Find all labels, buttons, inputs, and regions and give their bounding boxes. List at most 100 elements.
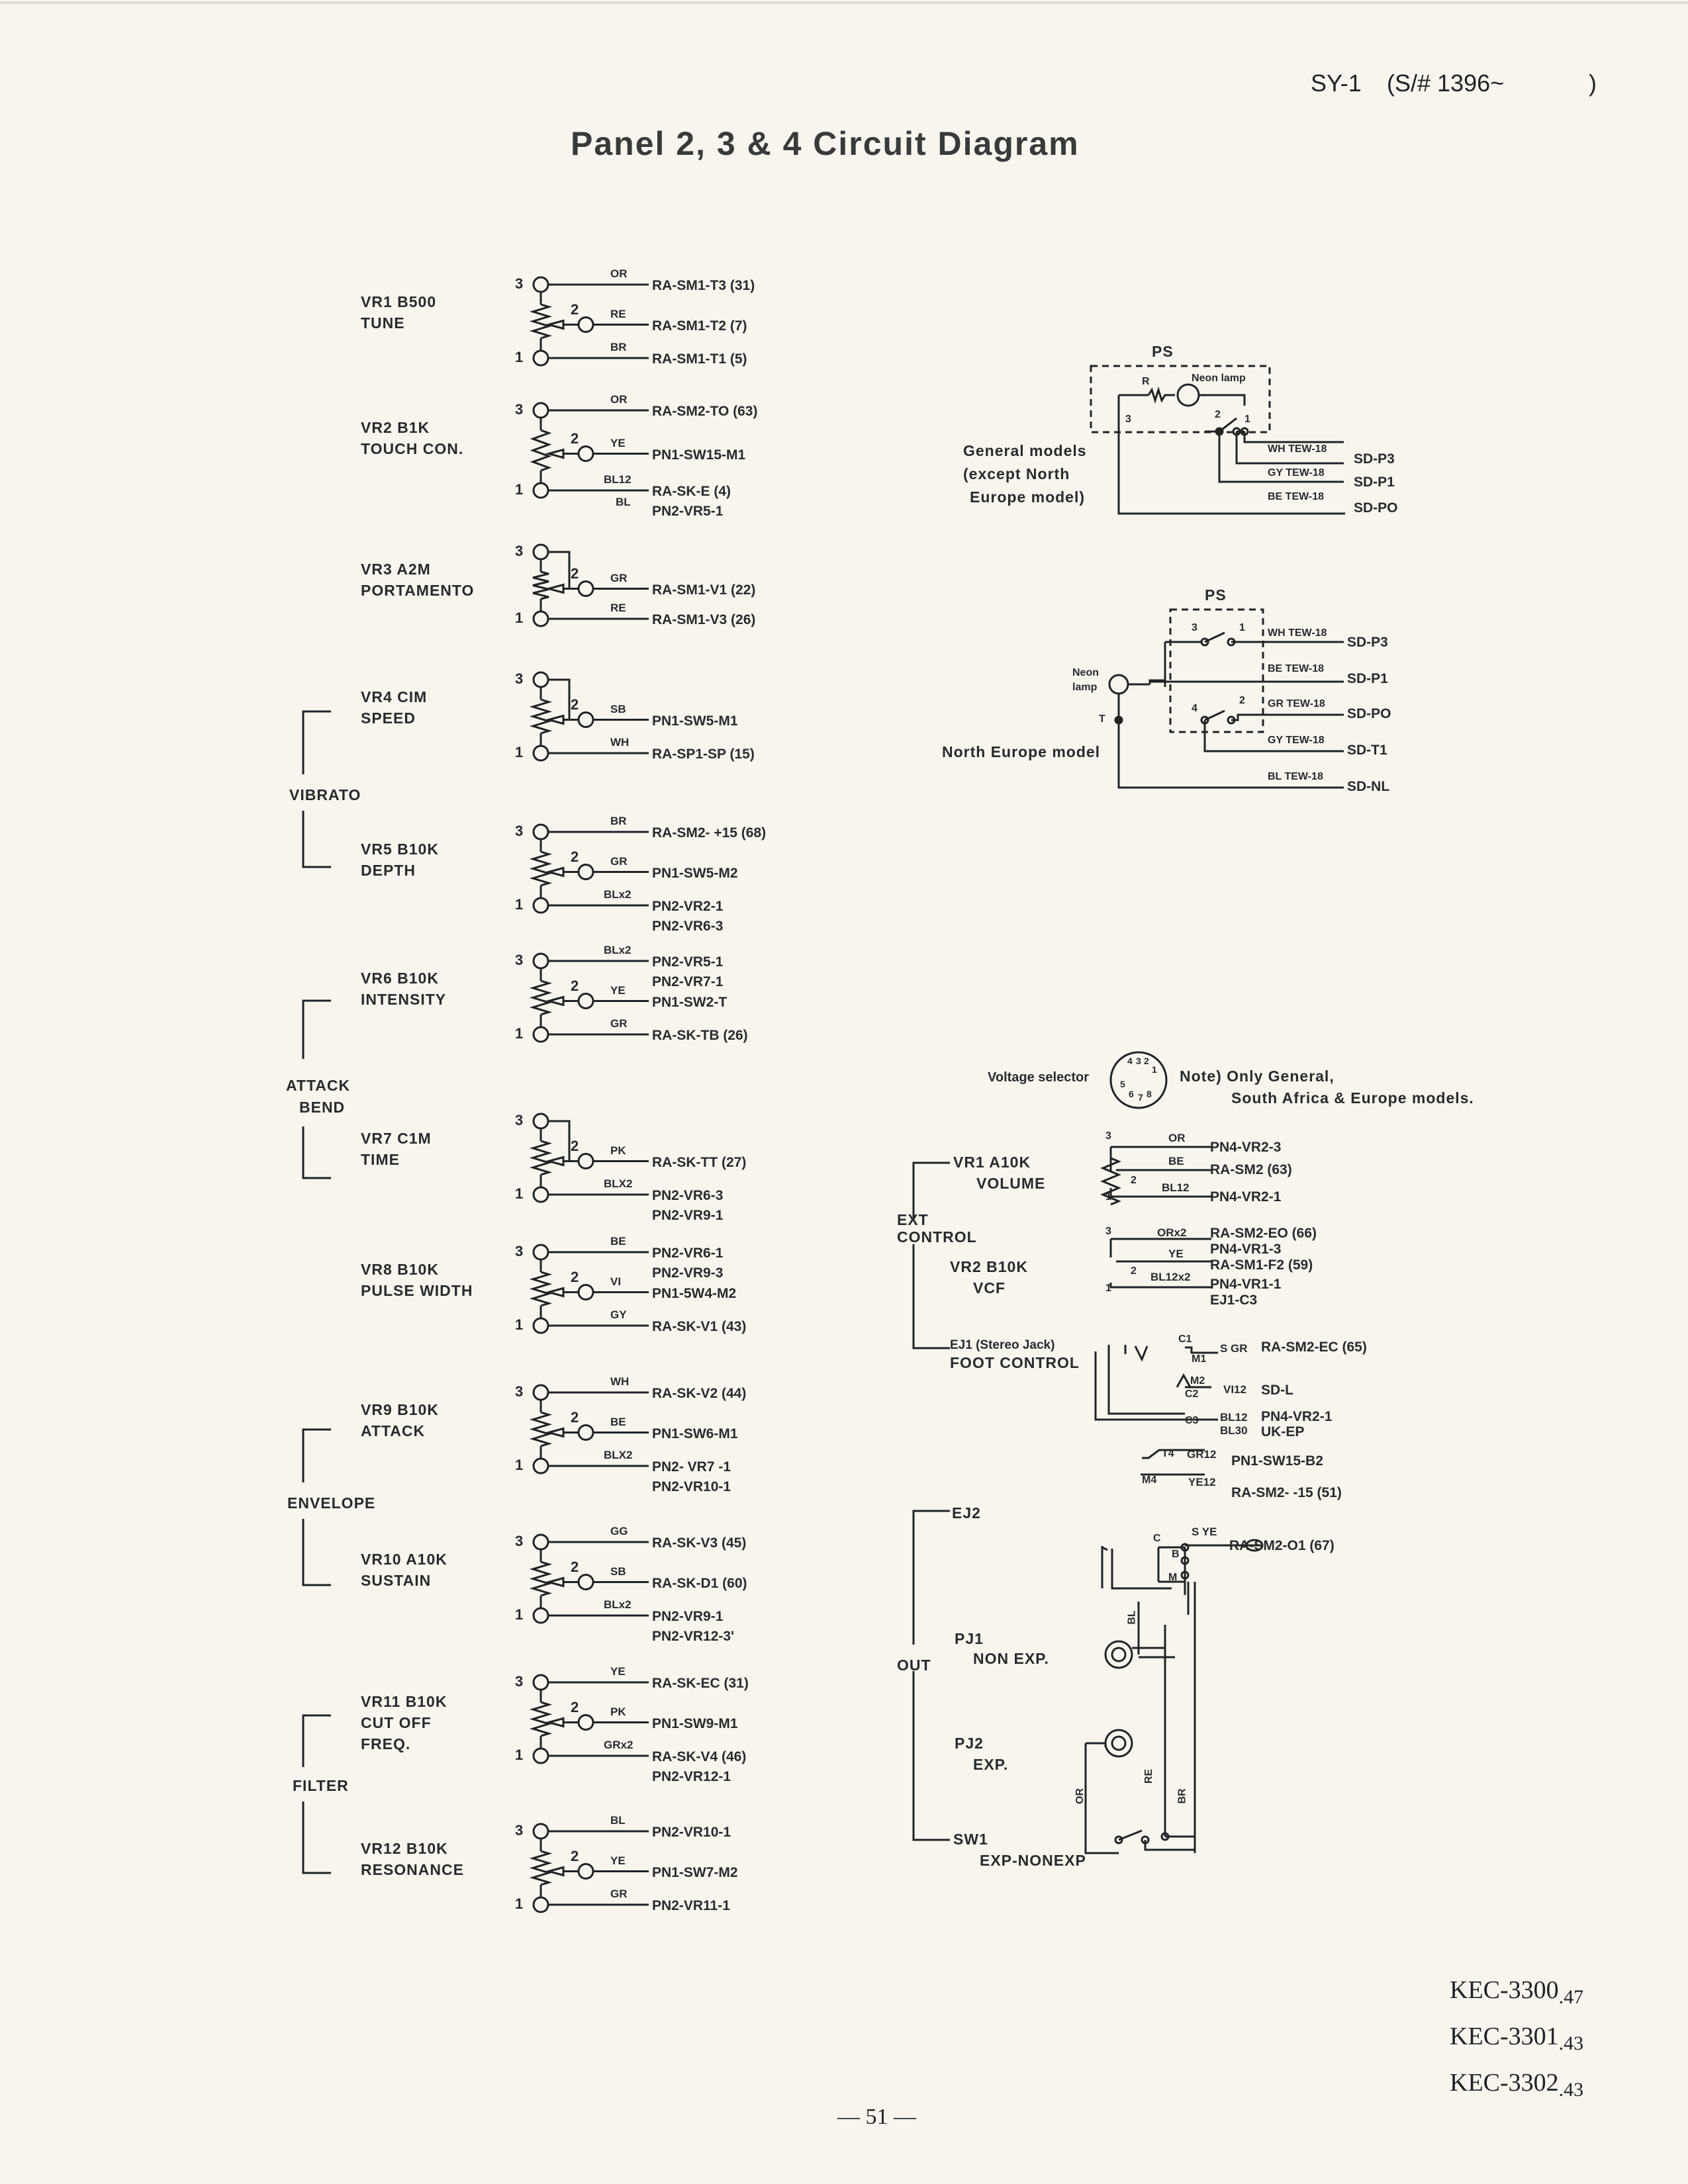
pot-3-wire-2-code: RE: [610, 602, 626, 614]
pot-9-pin2: 2: [571, 1408, 579, 1426]
pot-8-pin1: 1: [515, 1316, 524, 1333]
pot-2-wire-3-code: BL12: [604, 473, 632, 486]
ps-north-pin1: 1: [1239, 622, 1245, 633]
pot-5-wire-1-dest: RA-SM2- +15 (68): [652, 825, 767, 841]
general-models-line1: General models: [963, 442, 1087, 459]
pot-6-wire-3-dest: RA-SK-TB (26): [652, 1028, 748, 1043]
pot-9-wire-2-dest: PN1-SW6-M1: [652, 1426, 738, 1441]
ej1-dest-5: PN1-SW15-B2: [1231, 1453, 1323, 1469]
group-filter: FILTER: [293, 1777, 349, 1794]
pot-5-wire-2-dest: PN1-SW5-M2: [652, 865, 738, 881]
out-vert-bl: BL: [1126, 1610, 1138, 1625]
pot-7-wire-2-dest: PN2-VR6-3: [652, 1188, 724, 1203]
pj1-label-line1: PJ1: [955, 1630, 984, 1647]
ext-vr2-wire-or: ORx2: [1157, 1226, 1187, 1239]
ps-north-pin2: 2: [1239, 695, 1245, 706]
pot-10-wire-2-dest: RA-SK-D1 (60): [652, 1575, 747, 1591]
pot-1-pin2: 2: [571, 300, 579, 318]
ps-general-r: R: [1142, 376, 1150, 387]
pot-2-pin1: 1: [515, 481, 524, 498]
pj2-label-line2: EXP.: [973, 1756, 1009, 1773]
ej1-term-c1: C1: [1178, 1334, 1192, 1345]
pot-3-label-line2: PORTAMENTO: [361, 582, 475, 599]
pot-3-pin2: 2: [571, 565, 579, 582]
pot-7-pin1: 1: [515, 1185, 524, 1202]
pot-8-wire-2-dest: PN1-5W4-M2: [652, 1285, 737, 1301]
pot-10-wire-2-code: SB: [610, 1565, 626, 1578]
pot-12-wire-2-dest: PN1-SW7-M2: [652, 1864, 738, 1880]
pot-1-pin1: 1: [515, 349, 524, 365]
pot-5-wire-3-dest2: PN2-VR6-3: [652, 919, 724, 934]
pot-11-wire-2-dest: PN1-SW9-M1: [652, 1715, 738, 1731]
pj1-label-line2: NON EXP.: [973, 1650, 1049, 1667]
pot-7-wire-1-dest: RA-SK-TT (27): [652, 1154, 747, 1170]
ext-vr2-wire-ye: YE: [1168, 1248, 1184, 1260]
pot-9-pin1: 1: [515, 1457, 524, 1473]
general-wire-gy: GY TEW-18: [1268, 467, 1325, 478]
ext-vr1-wire-be: BE: [1168, 1155, 1184, 1167]
pot-11-label-line2: CUT OFF: [361, 1714, 432, 1731]
pot-11-wire-3-dest2: PN2-VR12-1: [652, 1769, 731, 1784]
pot-9-wire-1-code: WH: [610, 1375, 630, 1388]
pot-6-wire-1-dest: PN2-VR5-1: [652, 954, 724, 970]
pot-8-wire-1-dest2: PN2-VR9-3: [652, 1265, 724, 1281]
voltage-pin-1: 1: [1152, 1064, 1157, 1075]
kec-code-2: KEC-3301.43: [1450, 2022, 1584, 2054]
ext-vr2-pin3: 3: [1105, 1226, 1111, 1237]
ext-vr1-pin2: 2: [1131, 1175, 1137, 1186]
pot-10-wire-3-code: BLx2: [604, 1598, 632, 1611]
ps-general-pin1: 1: [1244, 414, 1250, 425]
pot-2-wire-1-dest: RA-SM2-TO (63): [652, 404, 758, 419]
pot-12-label-line2: RESONANCE: [361, 1861, 464, 1878]
group-attack-bend-line2: BEND: [299, 1099, 346, 1116]
pot-10-wire-3-dest2: PN2-VR12-3': [652, 1629, 735, 1644]
ext-vr1-wire-or: OR: [1168, 1132, 1186, 1144]
ej2-wire-sye: S YE: [1192, 1525, 1217, 1538]
pot-5-pin3: 3: [515, 823, 524, 839]
pot-1-wire-2-code: RE: [610, 307, 626, 320]
north-wire-gy: GY TEW-18: [1268, 735, 1325, 746]
pot-6-label-line1: VR6 B10K: [361, 970, 439, 987]
ej2-term-m: M: [1168, 1572, 1178, 1583]
pot-12-wire-3-code: GR: [610, 1888, 628, 1900]
pot-2-pin2: 2: [571, 430, 579, 447]
pot-8-pin2: 2: [571, 1268, 579, 1285]
pot-3-label-line1: VR3 A2M: [361, 561, 431, 578]
north-neon-line1: Neon: [1072, 667, 1099, 678]
pot-10-wire-1-dest: RA-SK-V3 (45): [652, 1535, 747, 1551]
ps-general-neon: Neon lamp: [1192, 373, 1246, 384]
ej2-term-b: B: [1172, 1549, 1180, 1560]
north-dest-sdp1: SD-P1: [1347, 671, 1388, 686]
pot-5-wire-2-code: GR: [610, 854, 628, 868]
ext-vr2-pin2: 2: [1131, 1265, 1137, 1277]
ej1-term-c2: C2: [1185, 1388, 1199, 1400]
pot-3-wire-1-dest: RA-SM1-V1 (22): [652, 582, 756, 598]
ej1-label-line2: FOOT CONTROL: [950, 1354, 1080, 1371]
pot-6-pin1: 1: [515, 1025, 524, 1042]
ext-vr2-dest-2: RA-SM1-F2 (59): [1210, 1257, 1313, 1273]
kec-code-3: KEC-3302.43: [1450, 2068, 1583, 2101]
pot-11-pin2: 2: [571, 1698, 579, 1715]
voltage-pin-6: 6: [1129, 1089, 1134, 1099]
pot-5-pin2: 2: [571, 848, 579, 865]
pot-9-wire-1-dest: RA-SK-V2 (44): [652, 1386, 747, 1401]
kec-code-3-sub: .43: [1558, 2079, 1584, 2101]
north-pin-t: T: [1099, 713, 1105, 725]
ext-vr1-pin3: 3: [1105, 1130, 1111, 1142]
pot-8-pin3: 3: [515, 1243, 524, 1259]
ej2-dest: RA-SM2-O1 (67): [1229, 1538, 1335, 1553]
pot-7-wire-2-code: BLX2: [604, 1177, 633, 1190]
pot-5-wire-1-code: BR: [610, 815, 627, 827]
general-dest-sdp3: SD-P3: [1354, 451, 1395, 467]
pot-2-wire-3-dest: RA-SK-E (4): [652, 484, 731, 499]
north-europe-label: North Europe model: [942, 743, 1101, 760]
pot-2-label-line2: TOUCH CON.: [361, 440, 464, 457]
pot-4-label-line2: SPEED: [361, 709, 416, 727]
pot-8-label-line2: PULSE WIDTH: [361, 1282, 473, 1299]
kec-code-1-sub: .47: [1558, 1986, 1584, 2008]
pot-3-pin1: 1: [515, 610, 524, 626]
kec-code-2-sub: .43: [1558, 2032, 1584, 2054]
ps-north-pin3: 3: [1192, 622, 1197, 633]
pot-11-pin3: 3: [515, 1673, 524, 1690]
ps-general-pin2: 2: [1215, 409, 1221, 420]
